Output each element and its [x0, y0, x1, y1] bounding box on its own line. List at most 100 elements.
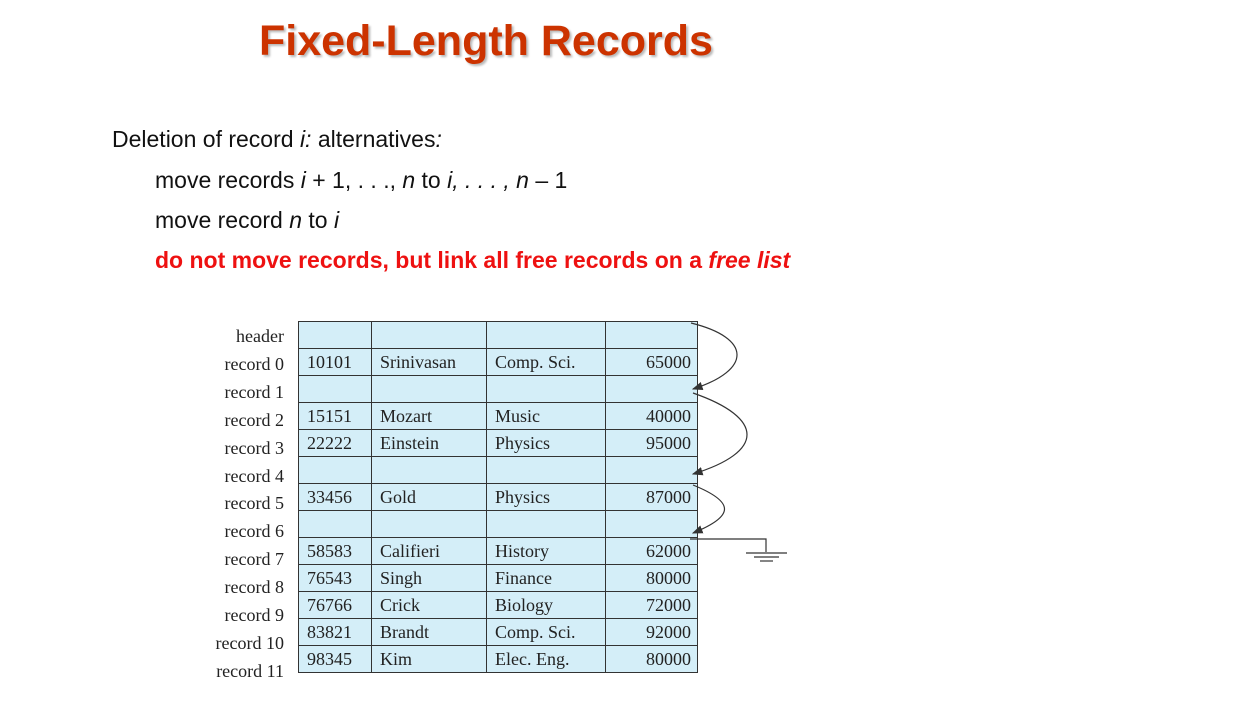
row-label: record 5 [224, 493, 284, 514]
record-row [298, 510, 698, 538]
row-label: record 7 [224, 549, 284, 570]
cell-salary: 62000 [605, 537, 698, 565]
cell-id [298, 375, 372, 403]
alternative-3: do not move records, but link all free r… [155, 246, 790, 274]
cell-salary [605, 456, 698, 484]
cell-salary [605, 375, 698, 403]
cell-dept: Music [486, 402, 606, 430]
alt3-text: do not move records, but link all free r… [155, 247, 709, 273]
cell-dept [486, 510, 606, 538]
row-label: record 1 [224, 381, 284, 402]
row-label: record 6 [224, 521, 284, 542]
cell-dept: Biology [486, 591, 606, 619]
cell-salary [605, 321, 698, 349]
row-label: record 10 [215, 632, 284, 653]
cell-id: 76766 [298, 591, 372, 619]
cell-dept [486, 375, 606, 403]
row-label: header [236, 326, 284, 346]
cell-name: Gold [371, 483, 487, 511]
cell-dept: Comp. Sci. [486, 618, 606, 646]
cell-name: Srinivasan [371, 348, 487, 376]
cell-dept [486, 321, 606, 349]
cell-id [298, 321, 372, 349]
row-label: record 11 [216, 660, 284, 681]
cell-name: Mozart [371, 402, 487, 430]
cell-salary: 95000 [605, 429, 698, 457]
cell-salary: 92000 [605, 618, 698, 646]
cell-name: Crick [371, 591, 487, 619]
cell-id: 10101 [298, 348, 372, 376]
cell-name: Brandt [371, 618, 487, 646]
alt1-range: i, . . . , n [447, 167, 529, 193]
alt2-var-i: i [333, 207, 340, 233]
pointer-record6-to-null [690, 538, 767, 552]
cell-id: 98345 [298, 645, 372, 673]
free-list-term: free list [708, 247, 791, 273]
cell-dept: Physics [486, 429, 606, 457]
cell-salary [605, 510, 698, 538]
alt1-text-e: to [415, 167, 448, 193]
alt1-text-c: + 1, . . ., [305, 167, 403, 193]
cell-salary: 40000 [605, 402, 698, 430]
row-label: record 9 [224, 605, 284, 625]
alt1-var-n: n [402, 167, 416, 193]
cell-dept: Finance [486, 564, 606, 592]
cell-name [371, 510, 487, 538]
alt1-text-a: move records [155, 167, 301, 193]
row-label: record 2 [224, 409, 284, 430]
cell-salary: 72000 [605, 591, 698, 619]
deletion-heading-text: Deletion of record [112, 126, 300, 152]
cell-salary: 80000 [605, 564, 698, 592]
cell-salary: 87000 [605, 483, 698, 511]
cell-id: 33456 [298, 483, 372, 511]
cell-id: 83821 [298, 618, 372, 646]
pointer-record1-to-record4 [691, 392, 748, 476]
alt2-text-a: move record [155, 207, 290, 233]
deletion-heading: Deletion of record i: alternatives: [112, 125, 442, 153]
record-row [298, 456, 698, 484]
alternatives-text: alternatives [311, 126, 436, 152]
cell-id: 76543 [298, 564, 372, 592]
row-label: record 3 [224, 437, 284, 458]
cell-id: 15151 [298, 402, 372, 430]
alt1-var-i: i [300, 167, 306, 193]
alternative-2: move record n to i [155, 206, 339, 234]
alt2-text-c: to [302, 207, 334, 233]
cell-id [298, 510, 372, 538]
cell-dept: Elec. Eng. [486, 645, 606, 673]
record-row [298, 375, 698, 403]
cell-dept: Physics [486, 483, 606, 511]
cell-dept: History [486, 537, 606, 565]
cell-id [298, 456, 372, 484]
cell-name: Einstein [371, 429, 487, 457]
record-i-var: i: [299, 126, 312, 152]
row-label: record 8 [224, 577, 284, 598]
slide-title: Fixed-Length Records [259, 17, 713, 65]
cell-name: Singh [371, 564, 487, 592]
alt2-var-n: n [289, 207, 303, 233]
row-label: record 4 [224, 465, 284, 486]
record-row [298, 321, 698, 349]
row-label: record 0 [224, 353, 284, 374]
alt1-text-g: – 1 [528, 167, 568, 193]
cell-salary: 80000 [605, 645, 698, 673]
cell-name: Kim [371, 645, 487, 673]
cell-name: Califieri [371, 537, 487, 565]
alternative-1: move records i + 1, . . ., n to i, . . .… [155, 166, 567, 194]
cell-dept [486, 456, 606, 484]
cell-name [371, 375, 487, 403]
cell-name [371, 456, 487, 484]
cell-name [371, 321, 487, 349]
cell-id: 22222 [298, 429, 372, 457]
cell-dept: Comp. Sci. [486, 348, 606, 376]
